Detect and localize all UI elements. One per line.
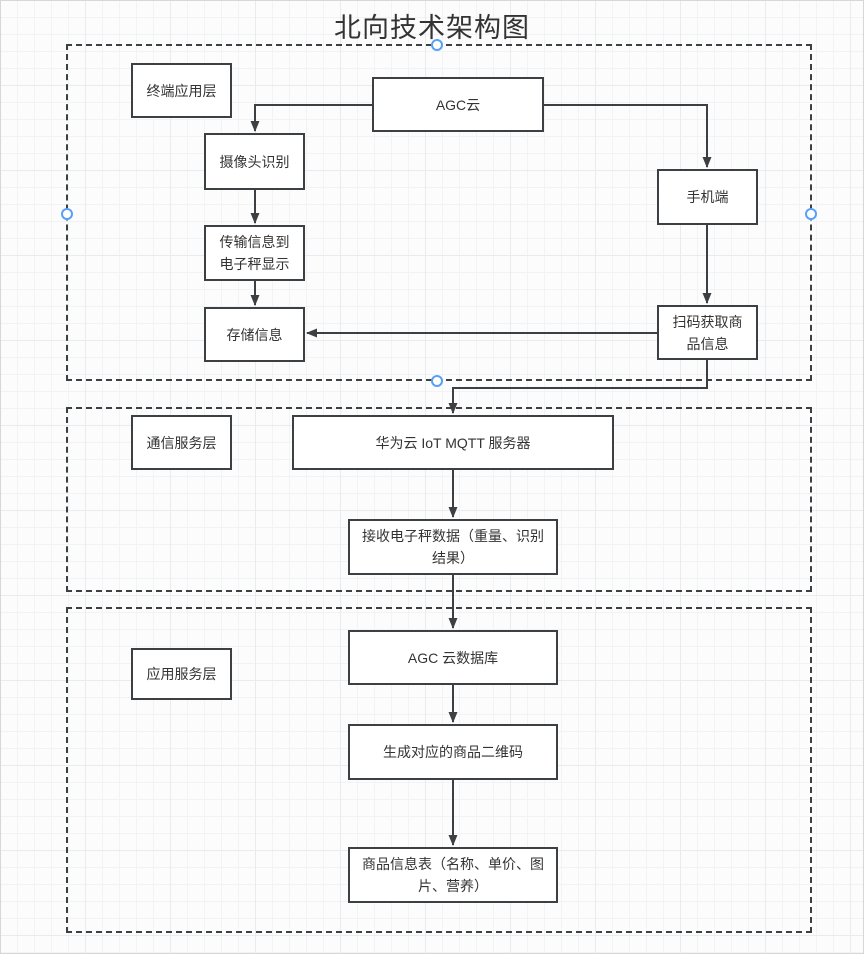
node-huawei-iot-mqtt-server[interactable]: 华为云 IoT MQTT 服务器 — [292, 415, 614, 470]
node-scan-code-get-product-info[interactable]: 扫码获取商品信息 — [657, 305, 758, 360]
node-layer-label-communication[interactable]: 通信服务层 — [131, 415, 232, 470]
node-layer-label-application[interactable]: 应用服务层 — [131, 648, 232, 700]
node-transmit-to-scale-display[interactable]: 传输信息到电子秤显示 — [204, 225, 305, 281]
diagram-title: 北向技术架构图 — [334, 13, 530, 43]
node-generate-product-qrcode[interactable]: 生成对应的商品二维码 — [348, 724, 558, 780]
node-layer-label-terminal[interactable]: 终端应用层 — [131, 63, 232, 118]
node-receive-scale-data[interactable]: 接收电子秤数据（重量、识别结果） — [348, 519, 558, 575]
node-product-info-table[interactable]: 商品信息表（名称、单价、图片、营养） — [348, 847, 558, 903]
node-store-info[interactable]: 存储信息 — [204, 307, 305, 362]
node-phone-client[interactable]: 手机端 — [657, 169, 758, 225]
node-camera-recognition[interactable]: 摄像头识别 — [204, 133, 305, 190]
layer-application-container[interactable] — [66, 607, 812, 933]
node-agc-cloud-database[interactable]: AGC 云数据库 — [348, 630, 558, 685]
node-agc-cloud[interactable]: AGC云 — [372, 77, 544, 132]
layer-communication-container[interactable] — [66, 407, 812, 592]
